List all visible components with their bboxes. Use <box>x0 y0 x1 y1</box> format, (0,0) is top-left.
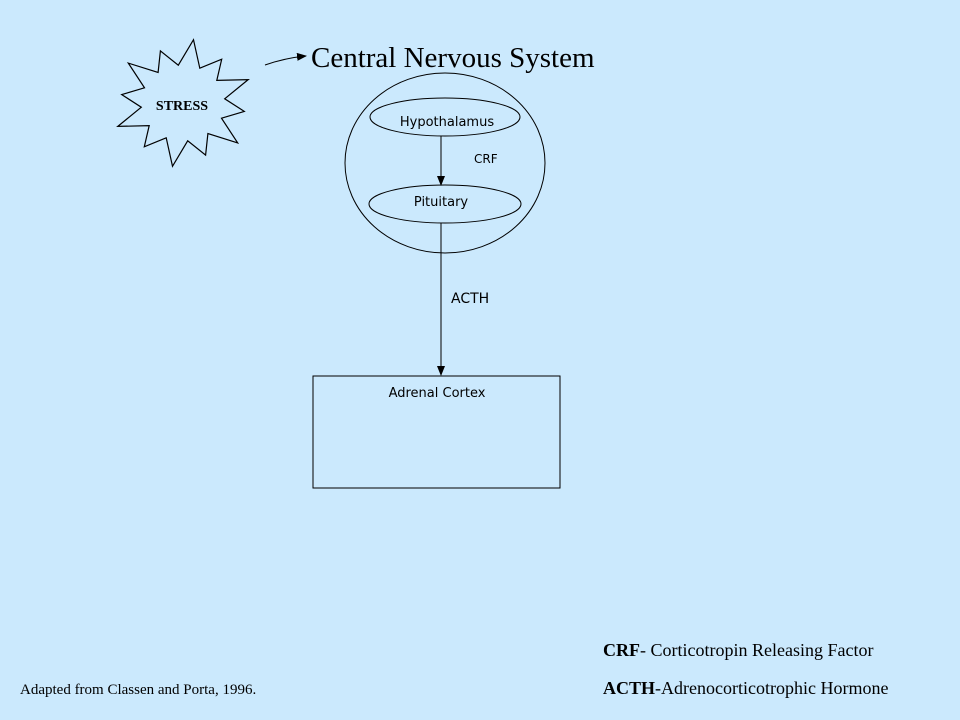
diagram-title: Central Nervous System <box>311 42 595 74</box>
adrenal-cortex-label: Adrenal Cortex <box>389 386 486 401</box>
stress-starburst-shape <box>116 38 250 168</box>
legend-crf-definition: - Corticotropin Releasing Factor <box>640 640 874 660</box>
adrenal-cortex-box <box>312 375 561 489</box>
pituitary-node <box>368 184 522 224</box>
legend-crf-abbr: CRF <box>603 640 640 660</box>
stress-to-cns-arrow <box>264 52 307 66</box>
legend-acth-definition: -Adrenocorticotrophic Hormone <box>655 678 889 698</box>
legend-acth: ACTH-Adrenocorticotrophic Hormone <box>603 676 888 700</box>
pituitary-label: Pituitary <box>414 195 469 210</box>
hypothalamus-node <box>369 97 521 137</box>
crf-edge-label: CRF <box>474 152 498 166</box>
hypothalamus-label: Hypothalamus <box>400 115 494 130</box>
stress-label: STRESS <box>156 99 208 114</box>
acth-edge-label: ACTH <box>451 291 489 307</box>
legend-crf: CRF- Corticotropin Releasing Factor <box>603 638 873 662</box>
citation: Adapted from Classen and Porta, 1996. <box>20 682 257 698</box>
cns-circle <box>344 72 546 254</box>
legend-acth-abbr: ACTH <box>603 678 656 698</box>
